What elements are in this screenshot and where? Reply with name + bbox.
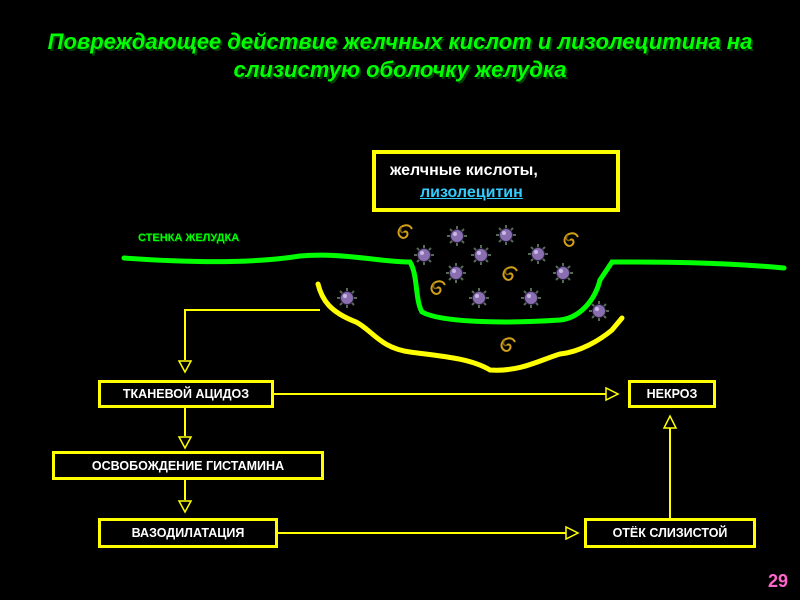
spiky-molecule-icon (588, 300, 610, 322)
arrow-right-icon (605, 386, 620, 402)
spiral-molecule-icon (500, 337, 516, 352)
mucosal-edema-box: ОТЁК СЛИЗИСТОЙ (584, 518, 756, 548)
title-line-1: Повреждающее действие желчных кислот и л… (47, 29, 753, 54)
vasodilation-box: ВАЗОДИЛАТАЦИЯ (98, 518, 278, 548)
flow-connectors (184, 309, 671, 534)
spiral-molecule-icon (397, 224, 413, 239)
necrosis-box: НЕКРОЗ (628, 380, 716, 408)
arrow-right-icon (565, 525, 580, 541)
spiky-molecule-icon (445, 262, 467, 284)
spiky-molecule-icon (527, 243, 549, 265)
page-number: 29 (767, 571, 788, 591)
spiral-molecule-icon (430, 280, 446, 295)
title-line-2: слизистую оболочку желудка (233, 57, 567, 82)
stomach-wall-label: СТЕНКА ЖЕЛУДКА (138, 232, 240, 244)
spiky-molecule-icon (470, 244, 492, 266)
spiky-molecule-icon (446, 225, 468, 247)
mucosa-line (315, 281, 625, 373)
lysolecithin-link[interactable]: лизолецитин (420, 184, 523, 201)
arrow-down-icon (177, 500, 193, 514)
spiky-molecule-icon (520, 287, 542, 309)
bile-acids-label: желчные кислоты, (390, 162, 538, 179)
tissue-acidosis-box: ТКАНЕВОЙ АЦИДОЗ (98, 380, 274, 408)
histamine-release-box: ОСВОБОЖДЕНИЕ ГИСТАМИНА (52, 451, 324, 480)
arrow-down-icon (177, 360, 193, 374)
arrow-up-icon (662, 414, 678, 429)
flow-arrowheads (177, 360, 678, 541)
spiky-molecule-icon (336, 287, 358, 309)
spiral-molecule-icon (563, 232, 579, 247)
slide-title: Повреждающее действие желчных кислот и л… (0, 28, 800, 84)
spiky-molecule-icon (495, 224, 517, 246)
spiky-molecule-icon (468, 287, 490, 309)
spiky-molecule-icon (552, 262, 574, 284)
spiral-molecule-icon (502, 266, 518, 281)
agents-box: желчные кислоты, лизолецитин (372, 150, 620, 212)
spiky-molecule-icon (413, 244, 435, 266)
stomach-wall-line (121, 252, 787, 325)
arrow-down-icon (177, 436, 193, 450)
